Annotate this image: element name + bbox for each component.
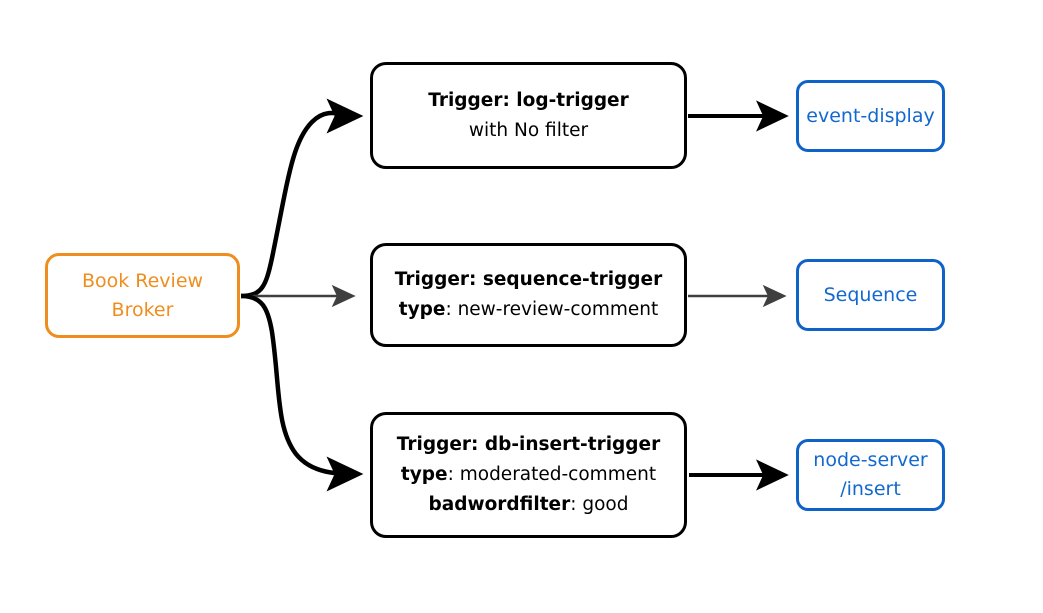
trigger-db-insert-trigger-detail-type: type: moderated-comment: [401, 460, 656, 490]
sink-node-server-label-line1: node-server: [813, 449, 928, 471]
sink-event-display-label: event-display: [806, 104, 935, 127]
node-sink-event-display[interactable]: event-display: [796, 80, 945, 152]
node-trigger-db-insert-trigger[interactable]: Trigger: db-insert-trigger type: moderat…: [370, 412, 687, 538]
trigger-sequence-trigger-detail-key: type: [398, 299, 446, 320]
trigger-db-insert-trigger-type-key: type: [400, 464, 448, 485]
edge-broker-to-log-trigger: [240, 98, 364, 299]
trigger-db-insert-trigger-type-value: : moderated-comment: [447, 464, 657, 485]
sink-node-server-label-line2: /insert: [840, 478, 901, 500]
node-sink-sequence[interactable]: Sequence: [796, 259, 945, 331]
trigger-sequence-trigger-detail-value: : new-review-comment: [445, 299, 659, 320]
node-trigger-log-trigger[interactable]: Trigger: log-trigger with No filter: [370, 62, 687, 169]
trigger-db-insert-trigger-filter-key: badwordfilter: [428, 494, 571, 515]
broker-label-line2: Broker: [111, 298, 174, 321]
node-sink-node-server[interactable]: node-server /insert: [796, 439, 945, 511]
sink-sequence-label: Sequence: [823, 283, 918, 306]
node-trigger-sequence-trigger[interactable]: Trigger: sequence-trigger type: new-revi…: [370, 243, 687, 347]
trigger-db-insert-trigger-filter-value: : good: [570, 494, 629, 515]
trigger-db-insert-trigger-title: Trigger: db-insert-trigger: [396, 434, 661, 455]
trigger-sequence-trigger-title: Trigger: sequence-trigger: [394, 269, 663, 290]
trigger-db-insert-trigger-detail-filter: badwordfilter: good: [429, 490, 629, 520]
trigger-log-trigger-detail-value: with No filter: [468, 119, 589, 141]
broker-label-line1: Book Review: [81, 269, 204, 292]
edge-broker-to-db-insert-trigger: [240, 293, 364, 492]
node-book-review-broker[interactable]: Book Review Broker: [45, 253, 240, 338]
trigger-log-trigger-detail: with No filter: [469, 116, 588, 146]
trigger-log-trigger-title: Trigger: log-trigger: [428, 89, 629, 111]
trigger-sequence-trigger-detail: type: new-review-comment: [399, 295, 658, 325]
